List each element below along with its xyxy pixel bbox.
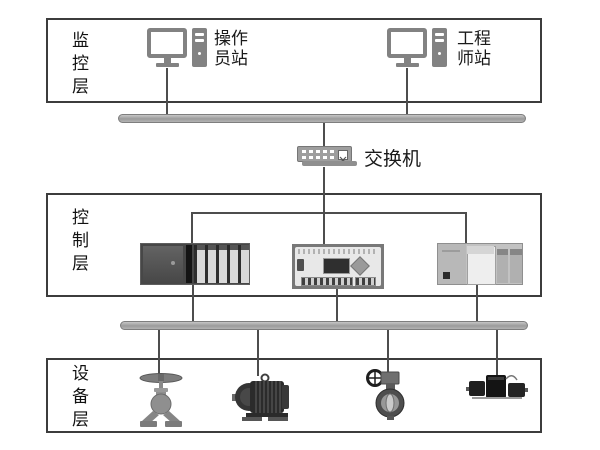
plc-modules-right-icon	[437, 243, 523, 285]
lower-fieldbus	[120, 321, 528, 330]
monitoring-layer-box	[46, 18, 542, 103]
device-layer-box	[46, 358, 542, 433]
control-layer-box	[46, 193, 542, 297]
switch-to-plc-line	[323, 167, 325, 245]
uplink-port-icon	[338, 150, 348, 164]
junction-to-left-plc-line	[191, 212, 193, 243]
bus-to-valve-line	[158, 330, 160, 374]
operator-station-icon	[147, 28, 219, 70]
monitor-stand-icon	[164, 58, 171, 63]
computer-tower-icon	[192, 28, 207, 67]
bus-to-steppers-line	[496, 330, 498, 376]
stepper-motor-group-icon	[466, 372, 528, 409]
terminal-block	[301, 277, 353, 286]
junction-to-right-plc-line	[465, 212, 467, 243]
switch-label: 交换机	[364, 149, 422, 170]
plc-display	[323, 258, 350, 274]
device-layer-label: 设备层	[69, 364, 88, 433]
mid-plc-to-bus-line	[336, 288, 338, 322]
bus-to-motor-line	[257, 330, 259, 376]
bus-to-switch-line	[323, 122, 325, 147]
switch-body	[297, 146, 352, 164]
engineer-to-bus-line	[406, 68, 408, 114]
terminal-block	[355, 277, 376, 286]
monitor-icon	[147, 28, 187, 58]
engineer-station-icon	[387, 28, 459, 70]
bus-to-butterfly-valve-line	[387, 330, 389, 372]
plc-junction-line	[191, 212, 467, 214]
monitoring-layer-label: 监控层	[69, 31, 88, 100]
operator-to-bus-line	[166, 68, 168, 114]
left-plc-to-bus-line	[192, 285, 194, 322]
plc-controller-middle-icon	[292, 244, 384, 289]
monitor-stand-icon	[404, 58, 411, 63]
globe-valve-icon	[138, 371, 184, 434]
control-layer-label: 控制层	[69, 208, 88, 277]
monitor-icon	[387, 28, 427, 58]
electric-motor-icon	[232, 373, 294, 428]
upper-ethernet-bus	[118, 114, 526, 123]
engineer-station-label: 工程 师站	[457, 29, 491, 68]
ethernet-switch-icon	[297, 146, 359, 168]
monitor-base-icon	[156, 63, 179, 67]
right-plc-to-bus-line	[476, 285, 478, 322]
operator-station-label: 操作 员站	[214, 29, 248, 68]
computer-tower-icon	[432, 28, 447, 67]
plc-rack-left-icon	[140, 243, 250, 285]
switch-base	[302, 161, 357, 166]
butterfly-valve-icon	[366, 368, 410, 425]
monitor-base-icon	[396, 63, 419, 67]
